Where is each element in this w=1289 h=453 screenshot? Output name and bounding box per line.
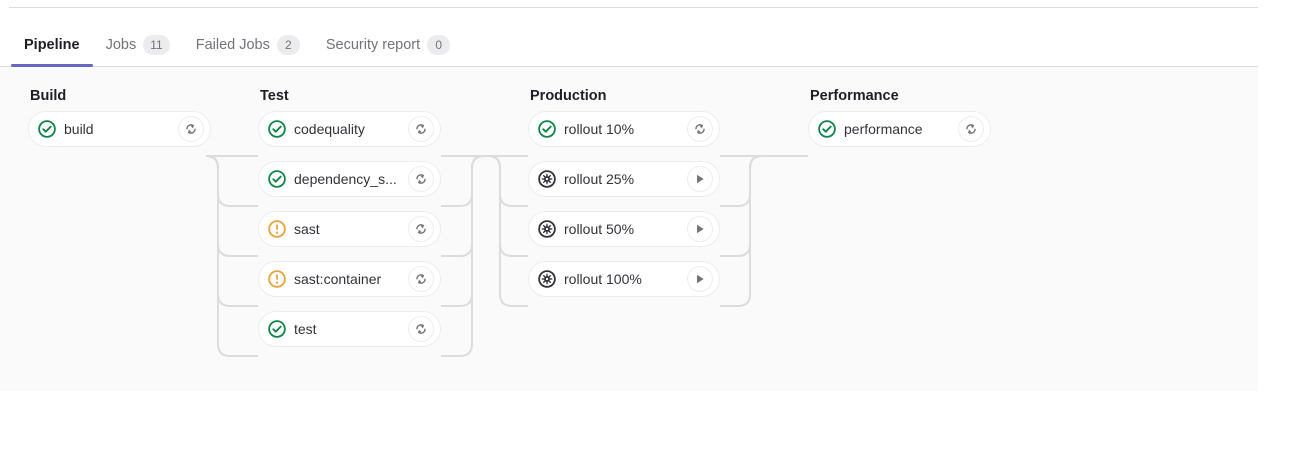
retry-icon [416,174,426,184]
pipeline-stage: Test codequality dependency_s...sast sast:c… [258,81,441,361]
job-card[interactable]: codequality [258,111,441,147]
job-card[interactable]: rollout 25% [528,161,720,197]
retry-icon [416,324,426,334]
connector-line [441,155,500,307]
retry-job-button[interactable] [687,116,713,142]
connector-line [487,155,528,207]
tab-pipeline[interactable]: Pipeline [11,22,93,67]
job-name: sast:container [294,271,382,287]
connector-line [720,155,808,307]
retry-job-button[interactable] [408,266,434,292]
tab-badge: 2 [276,35,300,55]
retry-icon [416,224,426,234]
job-card[interactable]: build [28,111,211,147]
stage-title: Test [260,88,289,104]
connector-line [720,155,808,207]
tab-badge: 11 [143,35,170,55]
retry-job-button[interactable] [408,166,434,192]
play-job-button[interactable] [687,266,713,292]
retry-job-button[interactable] [958,116,984,142]
play-job-button[interactable] [687,216,713,242]
stage-title: Production [530,88,607,104]
stage-job-list: performance [808,111,991,147]
stage-title: Performance [810,88,899,104]
stage-job-list: codequality dependency_s...sast sast:conta… [258,111,441,347]
pipeline-stage: Performance performance [808,81,991,161]
tab-jobs[interactable]: Jobs 11 [93,22,183,66]
play-icon [697,224,704,234]
job-name: rollout 50% [564,221,635,237]
job-name: codequality [294,121,365,137]
job-name: dependency_s... [294,171,397,187]
job-card[interactable]: sast [258,211,441,247]
job-name: performance [844,121,923,137]
retry-job-button[interactable] [408,116,434,142]
job-card[interactable]: rollout 50% [528,211,720,247]
job-name: rollout 10% [564,121,635,137]
connector-line [205,155,258,357]
stage-job-list: rollout 10% rollout 25% rollout 50% rollout… [528,111,720,297]
job-card[interactable]: performance [808,111,991,147]
connector-line [205,155,258,207]
tab-label: Security report [325,36,421,53]
job-name: rollout 25% [564,171,635,187]
retry-icon [186,124,196,134]
warning-status-icon [268,220,286,238]
job-name: sast [294,221,320,237]
play-job-button[interactable] [687,166,713,192]
job-card[interactable]: dependency_s... [258,161,441,197]
manual-status-icon [538,220,556,238]
play-icon [697,174,704,184]
connector-line [441,155,500,357]
job-name: build [64,121,94,137]
retry-icon [416,124,426,134]
job-name: test [294,321,317,337]
tab-label: Failed Jobs [195,36,270,53]
job-card[interactable]: rollout 10% [528,111,720,147]
manual-status-icon [538,170,556,188]
retry-job-button[interactable] [408,316,434,342]
pipeline-stage: Build build [28,81,211,161]
active-tab-underline [11,64,93,67]
pipeline-connector-lines [205,155,808,357]
retry-icon [695,124,705,134]
manual-status-icon [538,270,556,288]
job-name: rollout 100% [564,271,642,287]
warning-status-icon [268,270,286,288]
retry-icon [416,274,426,284]
retry-icon [966,124,976,134]
success-status-icon [268,120,286,138]
success-status-icon [268,170,286,188]
success-status-icon [538,120,556,138]
job-card[interactable]: sast:container [258,261,441,297]
tab-bar: Pipeline Jobs 11 Failed Jobs 2 Security repor… [0,22,1258,67]
job-card[interactable]: test [258,311,441,347]
tab-failed-jobs[interactable]: Failed Jobs 2 [183,22,313,66]
tab-label: Pipeline [24,36,80,53]
card-top-divider [9,7,1258,8]
job-card[interactable]: rollout 100% [528,261,720,297]
connector-line [441,155,500,207]
pipeline-graph: Build build Test codequality dependency_s...… [0,67,1258,391]
retry-job-button[interactable] [178,116,204,142]
stage-title: Build [30,88,67,104]
play-icon [697,274,704,284]
connector-line [205,155,258,307]
success-status-icon [818,120,836,138]
tab-security-report[interactable]: Security report 0 [313,22,463,66]
stage-job-list: build [28,111,211,147]
tab-label: Jobs [105,36,137,53]
connector-line [487,155,528,307]
retry-job-button[interactable] [408,216,434,242]
success-status-icon [38,120,56,138]
success-status-icon [268,320,286,338]
tab-badge: 0 [427,35,451,55]
